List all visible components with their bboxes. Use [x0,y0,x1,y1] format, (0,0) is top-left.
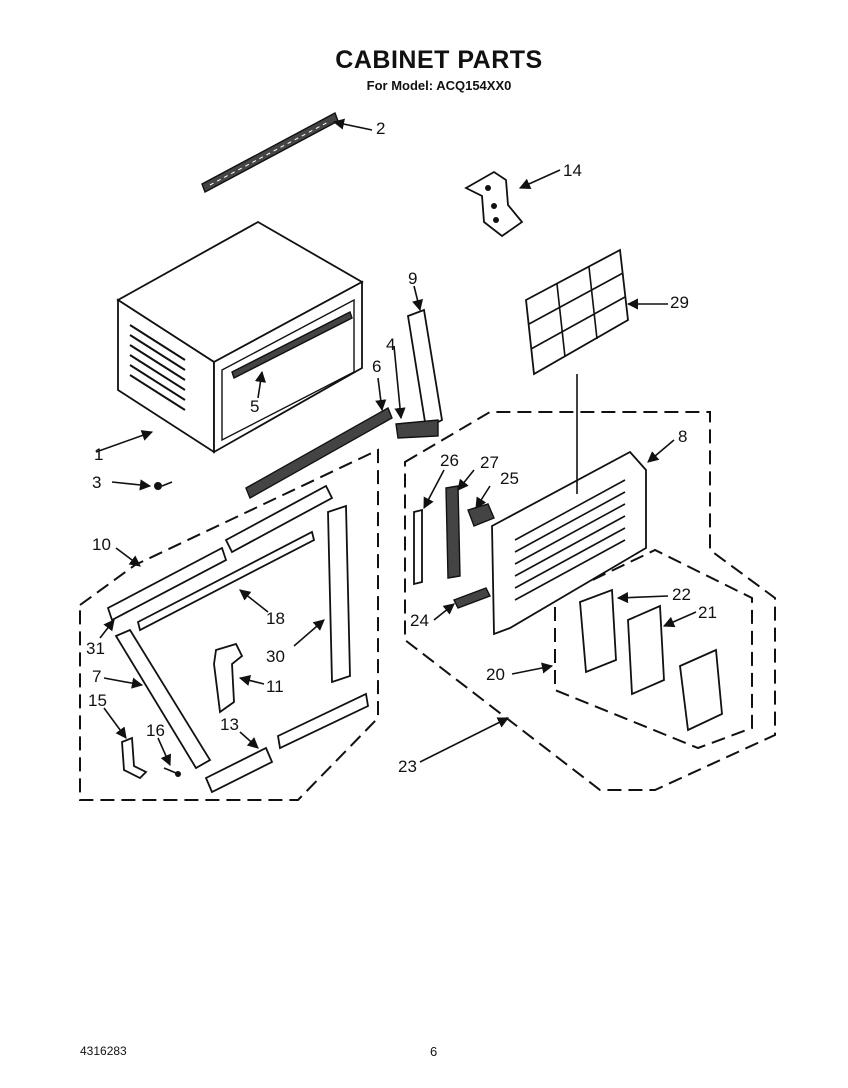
part-13-channel [204,746,274,794]
part-18-rail [136,530,316,632]
part-3-screw [154,481,173,490]
callout-8: 8 [678,427,687,446]
part-26-strip [413,508,423,586]
callout-13: 13 [220,715,239,734]
part-lower-rail [277,692,369,750]
callout-6: 6 [372,357,381,376]
part-30-side-angle [327,504,351,684]
callout-29: 29 [670,293,689,312]
callout-23: 23 [398,757,417,776]
part-22-louver-frame [579,588,617,674]
part-29-air-filter [525,248,629,376]
part-27-strip [445,485,461,579]
callout-25: 25 [500,469,519,488]
callout-16: 16 [146,721,165,740]
part-16-screw [163,767,181,777]
callout-18: 18 [266,609,285,628]
callout-21: 21 [698,603,717,622]
callout-24: 24 [410,611,429,630]
callout-9: 9 [408,269,417,288]
louver-assembly-outline [554,548,753,750]
page-number: 6 [430,1044,438,1059]
part-14-bracket [464,170,524,238]
part-4-block [395,419,439,439]
part-1-cabinet-wrapper [116,220,364,454]
callout-2: 2 [376,119,385,138]
callout-14: 14 [563,161,582,180]
page-title: CABINET PARTS [335,46,543,74]
callout-30: 30 [266,647,285,666]
callout-4: 4 [386,335,395,354]
part-24-block [453,587,491,609]
callout-26: 26 [440,451,459,470]
part-20-louver-housing [679,648,723,732]
part-top-channel [224,484,334,554]
callout-11: 11 [266,677,284,696]
part-8-front-panel [491,450,647,636]
leader-lines [95,118,697,767]
callout-20: 20 [486,665,505,684]
document-number: 4316283 [80,1044,127,1058]
callout-15: 15 [88,691,107,710]
part-7-support-arm [114,628,212,770]
callout-5: 5 [250,397,259,416]
part-6-strip [245,406,393,500]
callout-7: 7 [92,667,101,686]
part-15-bracket [121,736,148,780]
callout-27: 27 [480,453,499,472]
callout-10: 10 [92,535,111,554]
part-11-bracket [213,642,244,714]
callout-1: 1 [94,445,103,464]
model-subtitle: For Model: ACQ154XX0 [366,78,512,93]
callout-31: 31 [86,639,105,658]
part-9-gasket [406,308,443,430]
part-25-block [467,503,495,527]
callout-3: 3 [92,473,101,492]
part-2-top-rail [201,112,339,193]
part-10-rail [106,546,228,622]
part-21-louver-blades [627,604,665,696]
callout-22: 22 [672,585,691,604]
